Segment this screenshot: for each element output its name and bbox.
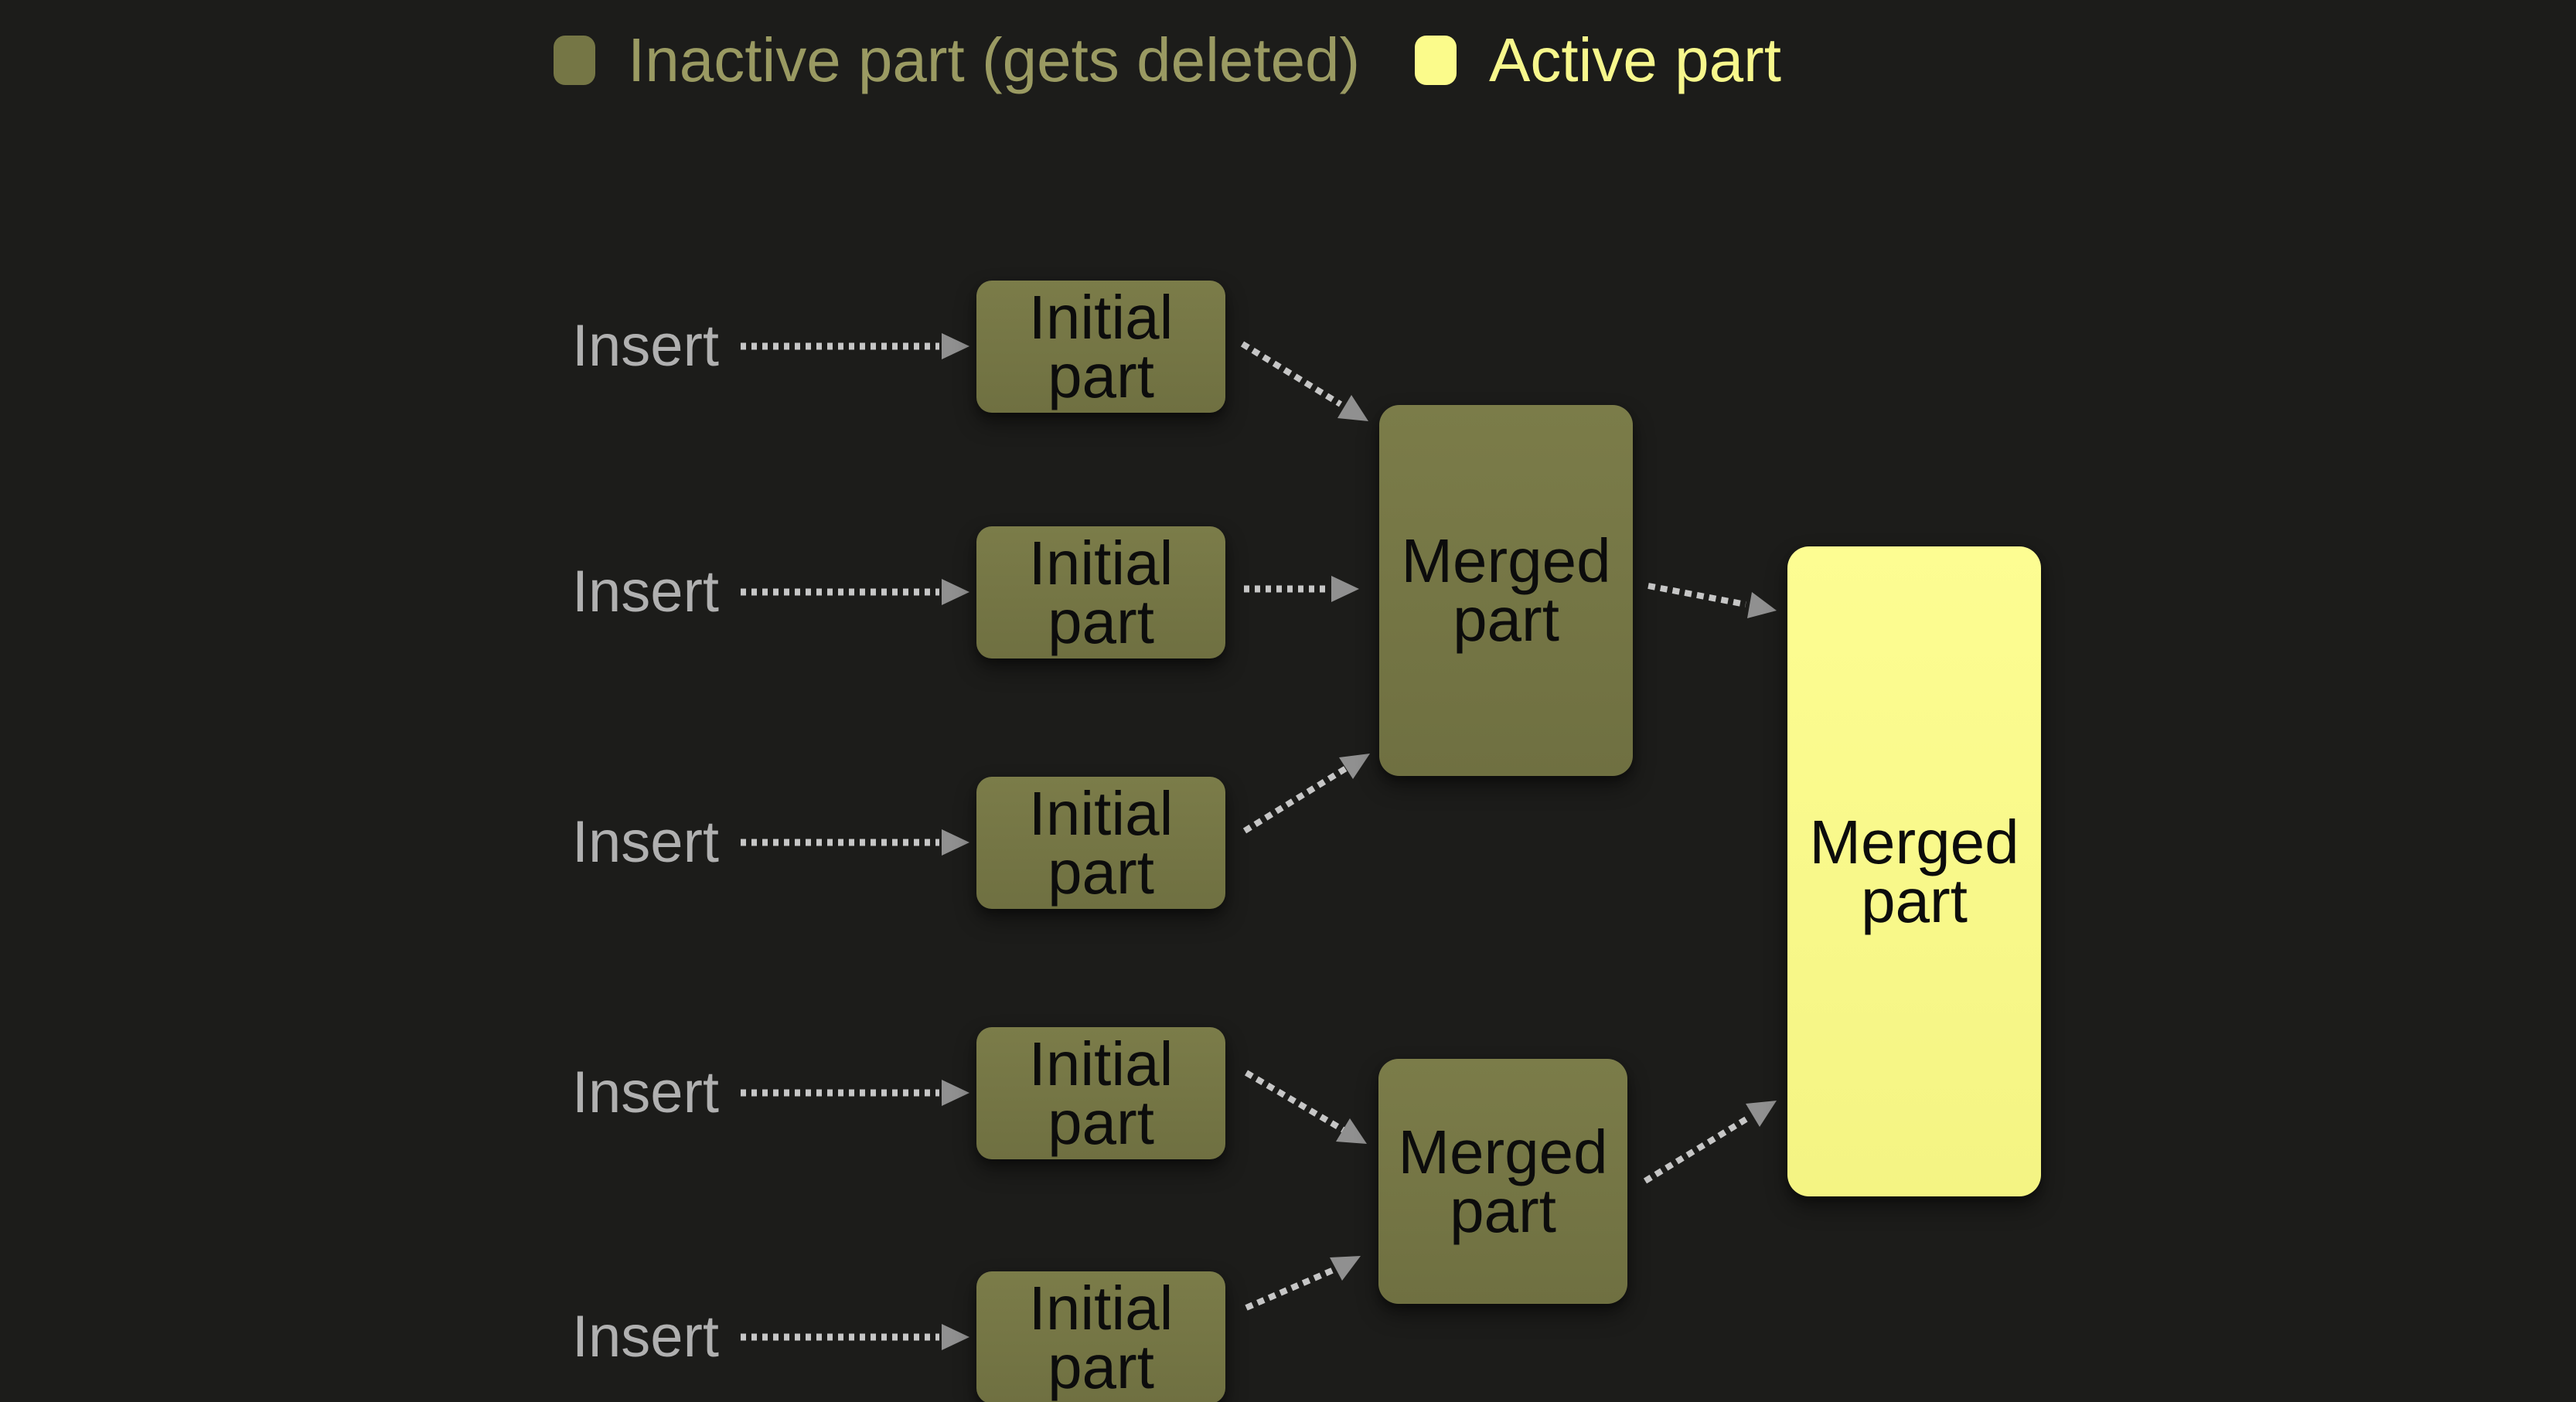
arrow-insert-2 [741,579,969,605]
node-label: Initial part [1028,1273,1174,1401]
arrow-merged-1-to-final [1647,583,1777,618]
initial-part-node-4: Initial part [976,1027,1225,1159]
initial-part-node-5: Initial part [976,1271,1225,1402]
initial-part-node-2: Initial part [976,526,1225,658]
arrow-initial-4-to-merged-2 [1244,1070,1367,1144]
active-part-swatch [1415,36,1457,85]
node-label: Initial part [1028,1029,1174,1157]
initial-part-node-3: Initial part [976,777,1225,909]
node-label: Initial part [1028,778,1174,907]
arrow-merged-2-to-final [1643,1101,1777,1184]
merged-part-node-2: Merged part [1378,1059,1627,1304]
arrow-insert-1 [741,333,969,359]
insert-label-3: Insert [571,809,719,875]
arrow-insert-4 [741,1080,969,1106]
arrow-initial-1-to-merged-1 [1240,341,1368,421]
arrow-initial-2-to-merged-1 [1244,576,1359,602]
insert-label-5: Insert [571,1304,719,1370]
legend-item-active: Active part [1415,29,1781,91]
arrow-insert-3 [741,829,969,856]
node-label: Initial part [1028,528,1174,656]
initial-part-node-1: Initial part [976,281,1225,413]
node-label: Merged part [1398,1117,1608,1245]
arrow-initial-3-to-merged-1 [1242,754,1370,834]
node-label: Initial part [1028,282,1174,410]
arrow-initial-5-to-merged-2 [1245,1256,1361,1311]
arrow-insert-5 [741,1324,969,1350]
insert-label-2: Insert [571,559,719,624]
insert-label-1: Insert [571,313,719,379]
legend-label-active: Active part [1489,26,1781,94]
merged-part-node-1: Merged part [1379,405,1633,776]
final-merged-part-node: Merged part [1787,546,2041,1196]
node-label: Merged part [1401,526,1611,654]
insert-label-4: Insert [571,1060,719,1125]
legend-label-inactive: Inactive part (gets deleted) [628,26,1361,94]
node-label: Merged part [1809,807,2019,935]
legend-item-inactive: Inactive part (gets deleted) [554,29,1360,91]
inactive-part-swatch [554,36,595,85]
